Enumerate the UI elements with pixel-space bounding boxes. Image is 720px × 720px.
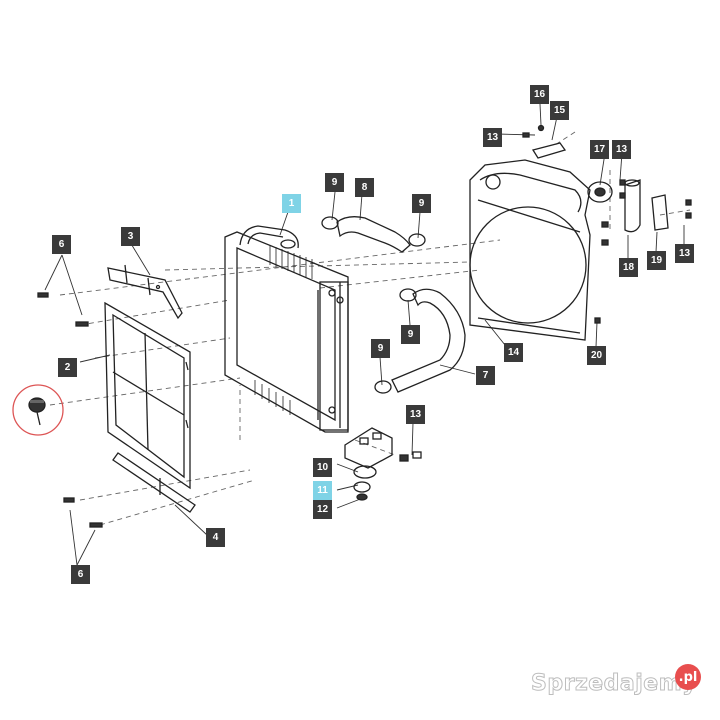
callout-16[interactable]: 16 (530, 85, 549, 104)
callout-11[interactable]: 11 (313, 481, 332, 500)
seal-strip-icon (112, 452, 196, 513)
callout-6-top[interactable]: 6 (52, 235, 71, 254)
bracket-3-icon (107, 264, 183, 320)
callout-12[interactable]: 12 (313, 500, 332, 519)
radiator-icon (224, 225, 349, 433)
hose-clamp-icon (321, 216, 426, 394)
mount-bracket-icon (344, 427, 422, 501)
bolt-icon (594, 179, 692, 324)
callout-6-bottom[interactable]: 6 (71, 565, 90, 584)
callout-13-mount[interactable]: 13 (406, 405, 425, 424)
watermark-text: Sprzedajemy (531, 671, 698, 697)
small-bracket-icon (522, 124, 567, 159)
callout-14[interactable]: 14 (504, 343, 523, 362)
callout-17[interactable]: 17 (590, 140, 609, 159)
callout-7[interactable]: 7 (476, 366, 495, 385)
magnifier-circle-icon (12, 384, 64, 436)
callout-8[interactable]: 8 (355, 178, 374, 197)
callout-15[interactable]: 15 (550, 101, 569, 120)
grommet-icon (587, 181, 613, 203)
callout-9-top[interactable]: 9 (325, 173, 344, 192)
radiator-cap-icon (28, 397, 46, 426)
reservoir-icon (624, 179, 641, 233)
callout-20[interactable]: 20 (587, 346, 606, 365)
callout-13-right[interactable]: 13 (675, 244, 694, 263)
callout-3[interactable]: 3 (121, 227, 140, 246)
screw-icon (37, 292, 103, 528)
callout-18[interactable]: 18 (619, 258, 638, 277)
callout-9-mid[interactable]: 9 (401, 325, 420, 344)
callout-19[interactable]: 19 (647, 251, 666, 270)
callout-13-top[interactable]: 13 (483, 128, 502, 147)
watermark-logo: .pl (675, 664, 701, 690)
tank-bracket-icon (651, 194, 669, 231)
callout-10[interactable]: 10 (313, 458, 332, 477)
callout-4[interactable]: 4 (206, 528, 225, 547)
screen-frame-icon (104, 301, 191, 490)
fan-shroud-icon (469, 159, 591, 341)
callout-2[interactable]: 2 (58, 358, 77, 377)
callout-9-lower[interactable]: 9 (371, 339, 390, 358)
callout-9-right[interactable]: 9 (412, 194, 431, 213)
upper-hose-icon (336, 216, 411, 253)
lower-hose-icon (391, 288, 466, 393)
callout-13-tank[interactable]: 13 (612, 140, 631, 159)
callout-1[interactable]: 1 (282, 194, 301, 213)
